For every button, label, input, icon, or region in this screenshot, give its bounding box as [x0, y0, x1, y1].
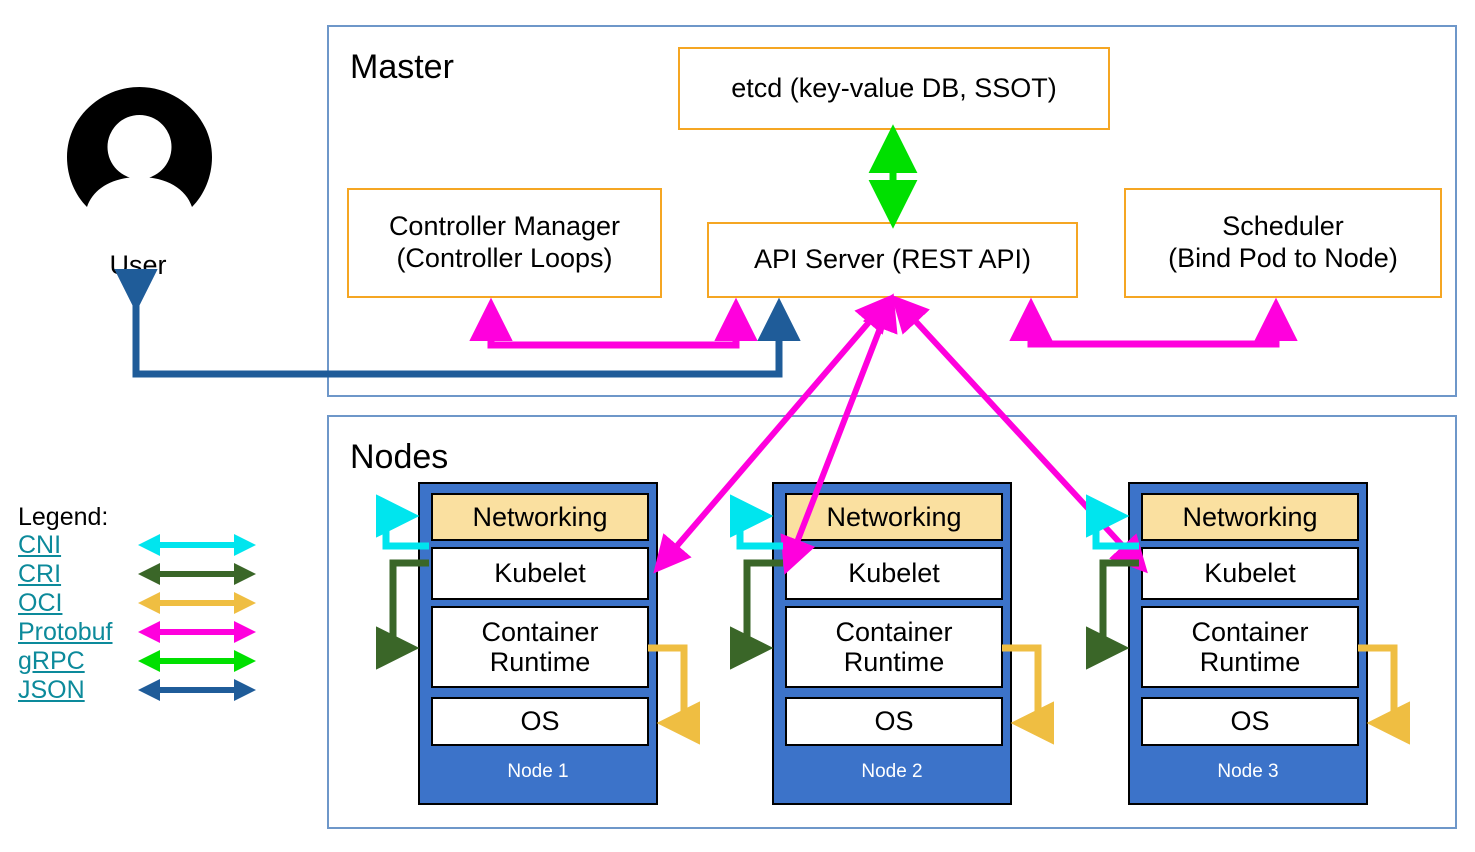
legend-arrow-oci: [138, 592, 256, 614]
legend-arrow-cni: [138, 534, 256, 556]
node-1-container-runtime-label: Container Runtime: [481, 616, 599, 677]
node-3-kubelet-label: Kubelet: [1204, 558, 1296, 589]
node-2-networking-label: Networking: [826, 501, 962, 532]
node-2-os-label: OS: [874, 706, 914, 737]
node-card-1[interactable]: Networking Kubelet Container Runtime OS …: [418, 482, 658, 805]
node-1-layer-os[interactable]: OS: [431, 697, 649, 746]
user-label: User: [109, 250, 167, 280]
legend-arrow-cri: [138, 563, 256, 585]
legend-arrow-protobuf: [138, 621, 256, 643]
node-2-layer-kubelet[interactable]: Kubelet: [785, 547, 1003, 600]
controller-manager-label: Controller Manager (Controller Loops): [388, 211, 621, 273]
node-3-container-runtime-label: Container Runtime: [1191, 616, 1309, 677]
node-3-networking-label: Networking: [1182, 501, 1318, 532]
user-avatar-icon: [62, 85, 217, 225]
node-3-layer-container-runtime[interactable]: Container Runtime: [1141, 606, 1359, 688]
legend-label-cni[interactable]: CNI: [18, 530, 62, 559]
node-3-layer-kubelet[interactable]: Kubelet: [1141, 547, 1359, 600]
node-1-name: Node 1: [507, 761, 569, 782]
scheduler-box[interactable]: Scheduler (Bind Pod to Node): [1124, 188, 1442, 298]
nodes-title: Nodes: [350, 438, 449, 476]
legend-arrow-json: [138, 679, 256, 701]
node-1-networking-label: Networking: [472, 501, 608, 532]
node-1-layer-networking[interactable]: Networking: [431, 493, 649, 541]
node-1-kubelet-label: Kubelet: [494, 558, 586, 589]
legend: Legend: CNI CRI OCI: [18, 503, 283, 705]
legend-label-protobuf[interactable]: Protobuf: [18, 617, 113, 646]
scheduler-label: Scheduler (Bind Pod to Node): [1168, 211, 1398, 273]
node-3-name: Node 3: [1217, 761, 1279, 782]
legend-label-json[interactable]: JSON: [18, 675, 85, 704]
node-3-layer-networking[interactable]: Networking: [1141, 493, 1359, 541]
node-2-layer-networking[interactable]: Networking: [785, 493, 1003, 541]
node-2-container-runtime-label: Container Runtime: [835, 616, 953, 677]
legend-row-protobuf[interactable]: Protobuf: [18, 618, 283, 647]
controller-manager-box[interactable]: Controller Manager (Controller Loops): [347, 188, 662, 298]
legend-label-cri[interactable]: CRI: [18, 559, 62, 588]
node-3-layer-os[interactable]: OS: [1141, 697, 1359, 746]
legend-row-cri[interactable]: CRI: [18, 560, 283, 589]
node-card-3[interactable]: Networking Kubelet Container Runtime OS …: [1128, 482, 1368, 805]
node-2-kubelet-label: Kubelet: [848, 558, 940, 589]
legend-title: Legend:: [18, 503, 109, 531]
user-avatar-svg: [67, 87, 212, 207]
legend-row-cni[interactable]: CNI: [18, 531, 283, 560]
legend-row-grpc[interactable]: gRPC: [18, 647, 283, 676]
api-server-label: API Server (REST API): [753, 244, 1032, 275]
legend-row-oci[interactable]: OCI: [18, 589, 283, 618]
node-1-layer-kubelet[interactable]: Kubelet: [431, 547, 649, 600]
node-2-layer-container-runtime[interactable]: Container Runtime: [785, 606, 1003, 688]
node-1-os-label: OS: [520, 706, 560, 737]
legend-label-grpc[interactable]: gRPC: [18, 646, 85, 675]
api-server-box[interactable]: API Server (REST API): [707, 222, 1078, 298]
node-1-layer-container-runtime[interactable]: Container Runtime: [431, 606, 649, 688]
node-2-layer-os[interactable]: OS: [785, 697, 1003, 746]
etcd-box[interactable]: etcd (key-value DB, SSOT): [678, 47, 1110, 130]
legend-arrow-grpc: [138, 650, 256, 672]
etcd-label: etcd (key-value DB, SSOT): [731, 72, 1057, 103]
node-card-2[interactable]: Networking Kubelet Container Runtime OS …: [772, 482, 1012, 805]
node-3-os-label: OS: [1230, 706, 1270, 737]
legend-label-oci[interactable]: OCI: [18, 588, 63, 617]
legend-row-json[interactable]: JSON: [18, 676, 283, 705]
node-2-name: Node 2: [861, 761, 923, 782]
master-title: Master: [350, 48, 454, 86]
